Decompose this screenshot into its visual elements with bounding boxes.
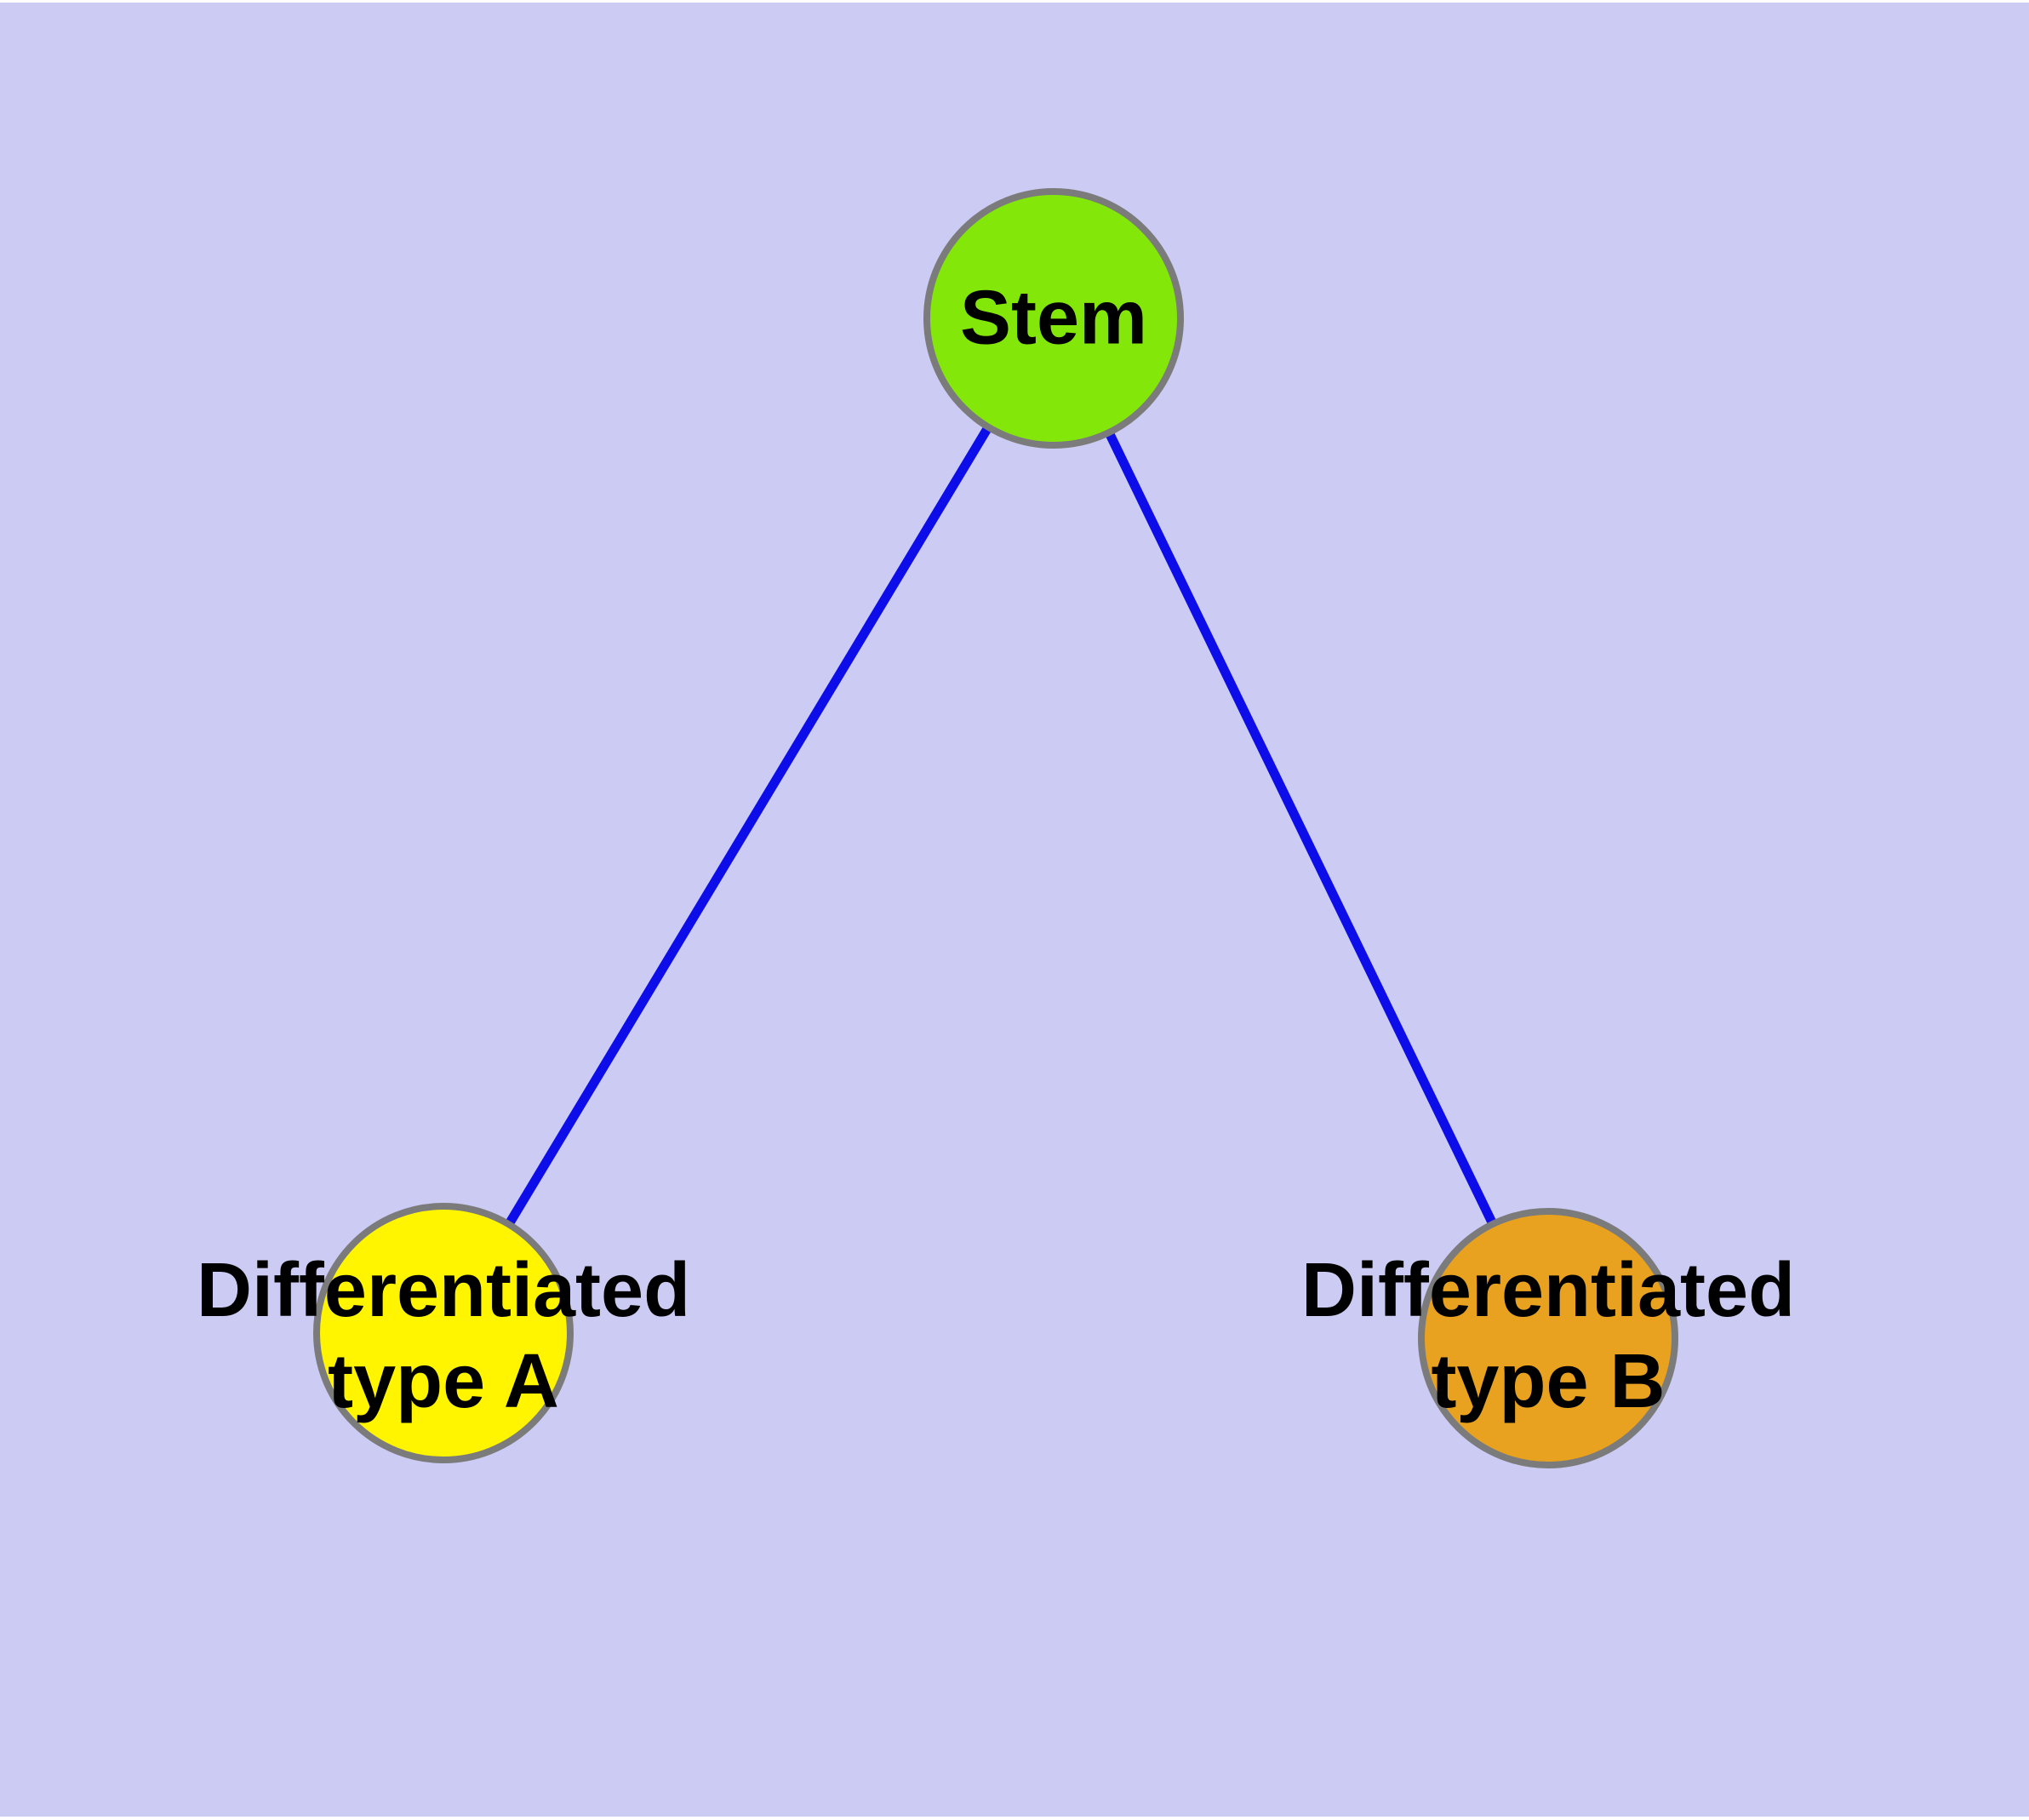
node-label-type-b: Differentiated type B — [1301, 1245, 1795, 1428]
node-circle-type-b — [1418, 1208, 1678, 1468]
label-line: Stem — [959, 275, 1148, 361]
label-line: type B — [1431, 1339, 1666, 1424]
node-label-type-a: Differentiated type A — [197, 1245, 690, 1428]
label-line: Differentiated — [1300, 1248, 1796, 1333]
node-label-stem: Stem — [960, 273, 1147, 364]
edge-stem-to-type-b — [1049, 313, 1553, 1343]
edge-stem-to-type-a — [438, 313, 1059, 1338]
node-circle-type-a — [313, 1203, 574, 1463]
label-line: Differentiated — [196, 1248, 691, 1333]
label-line: type A — [328, 1339, 559, 1424]
node-circle-stem — [923, 188, 1184, 449]
